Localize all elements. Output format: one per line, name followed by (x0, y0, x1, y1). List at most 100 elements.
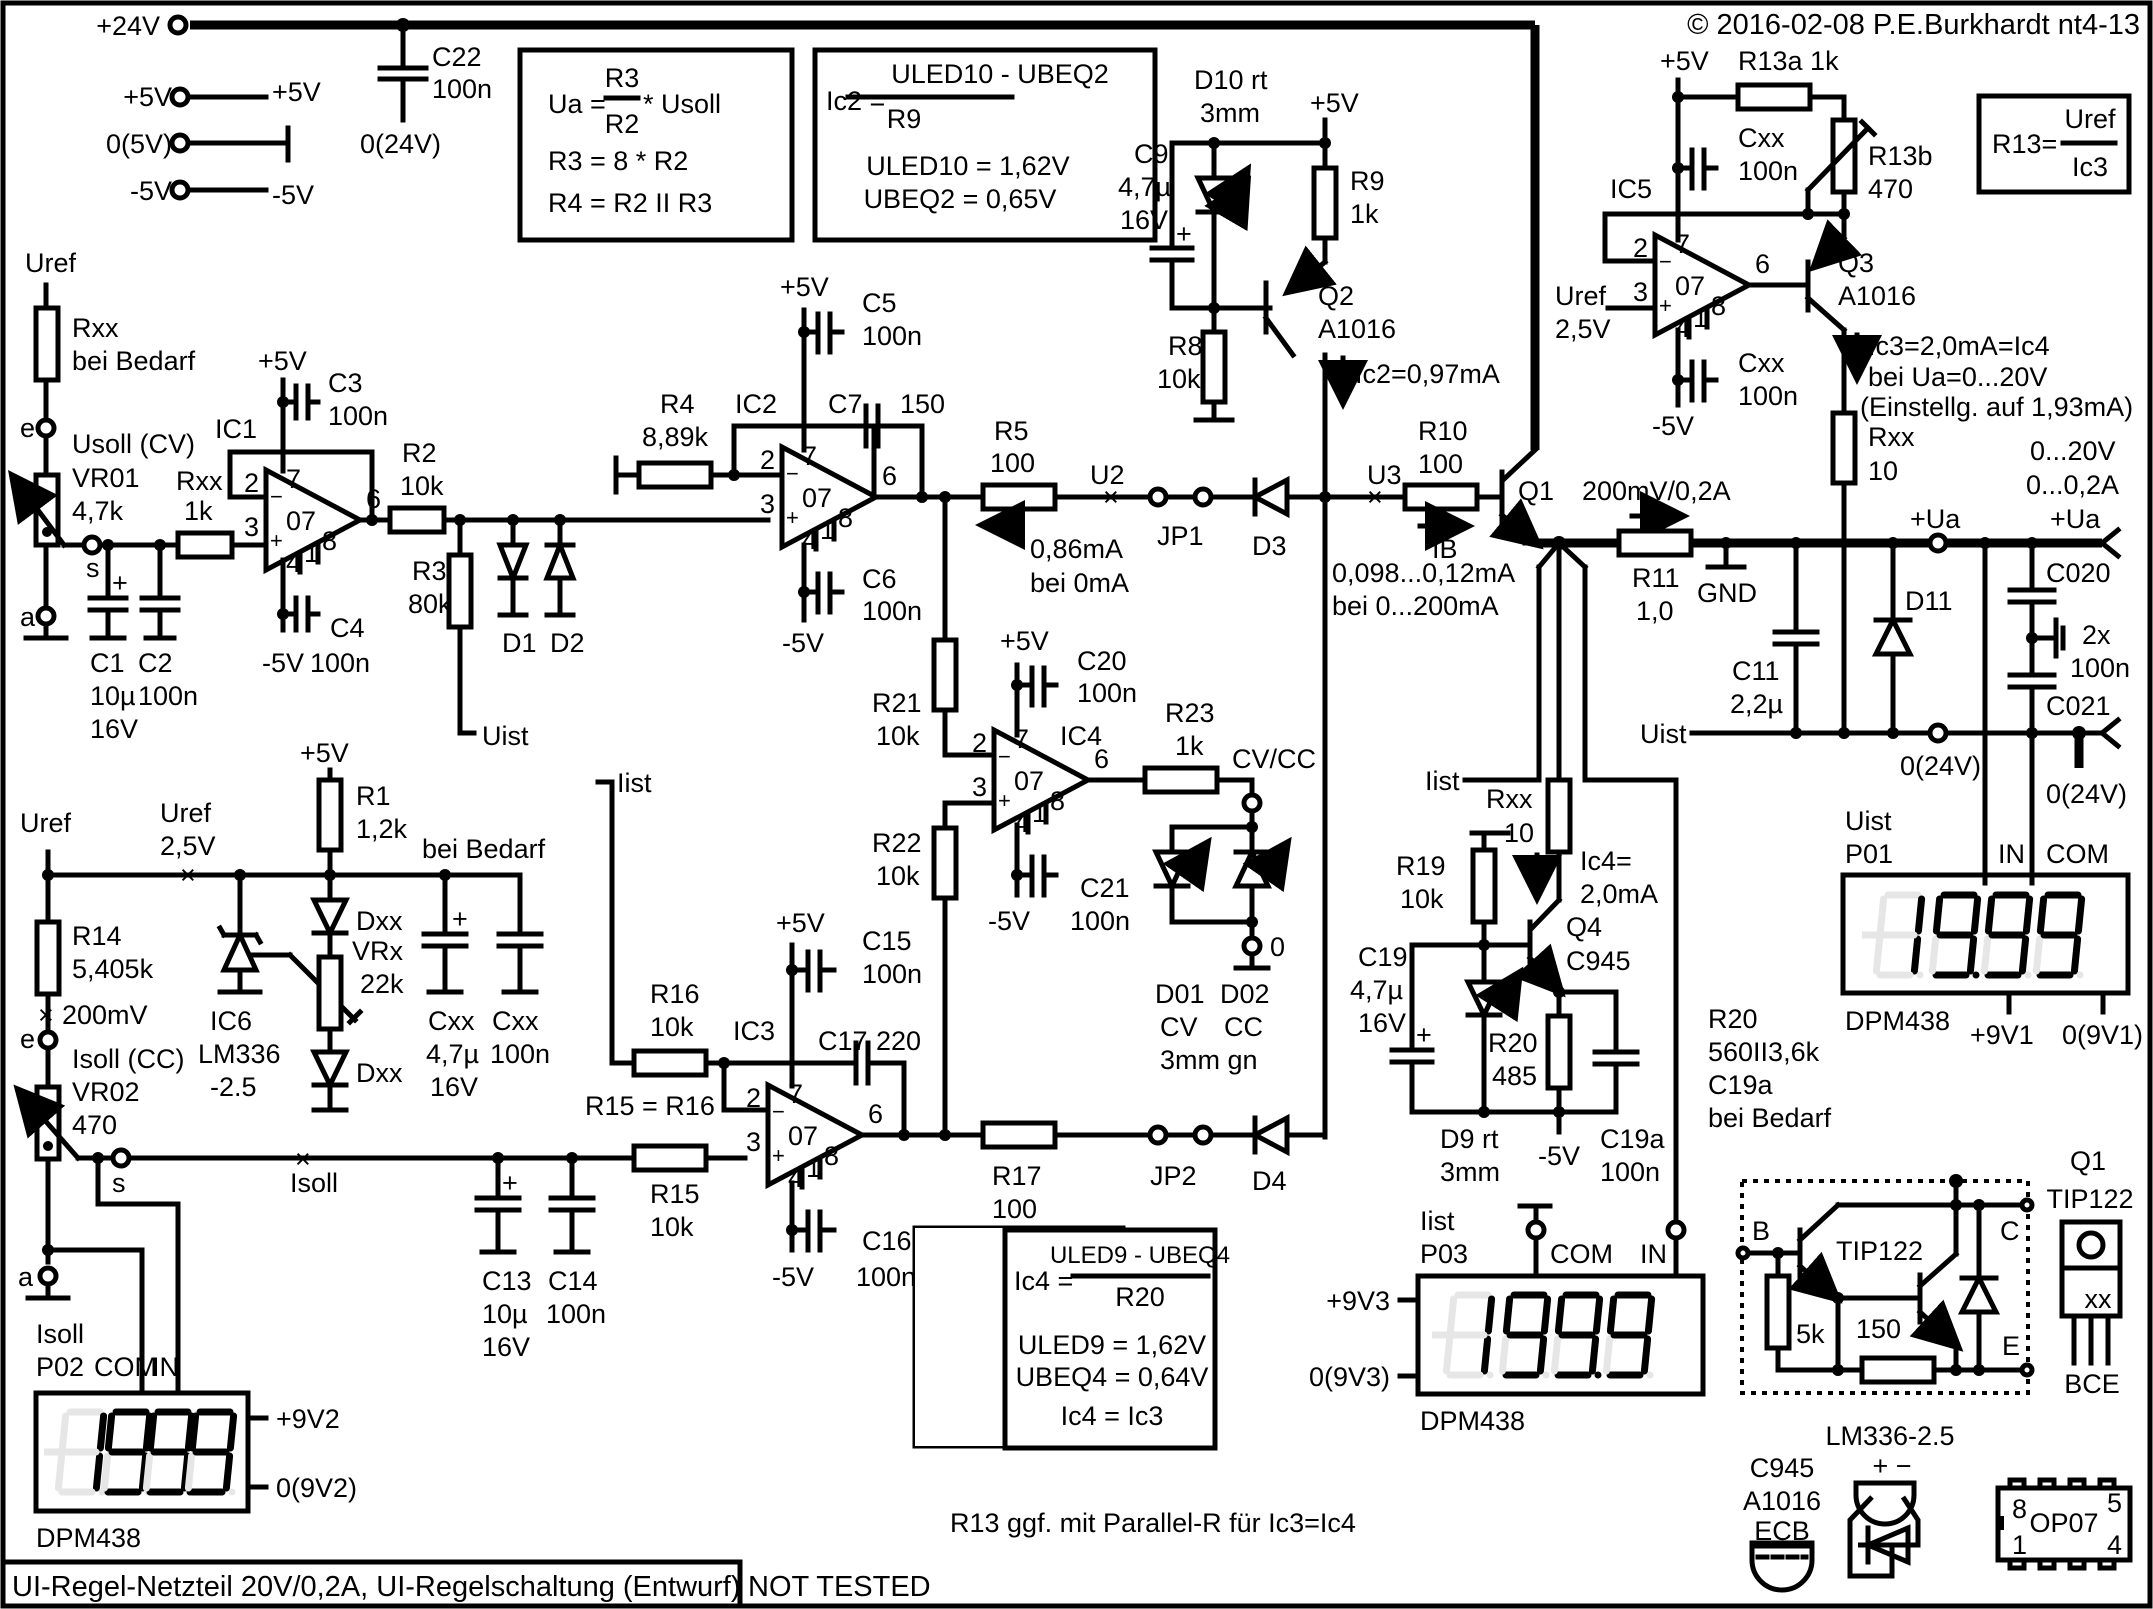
formula-text: Ic4 = (1014, 1266, 1073, 1296)
plus-sign: + (1176, 219, 1192, 249)
segment (184, 1412, 196, 1452)
meter-com: COM (94, 1352, 157, 1382)
segment (2036, 895, 2048, 935)
r16-value: 10k (650, 1012, 694, 1042)
r5-resistor (980, 482, 1058, 512)
segment (1536, 1335, 1548, 1375)
r23-value: 1k (1175, 731, 1204, 761)
opamp-pin-6: 6 (882, 461, 897, 491)
r21-label: R21 (872, 688, 922, 718)
jp1-label: JP1 (1157, 521, 1204, 551)
to92-type-2: A1016 (1743, 1486, 1821, 1516)
ib-label: IB (1432, 534, 1458, 564)
iist-net-label: Iist (617, 768, 652, 798)
ua-terminal[interactable] (1927, 532, 1949, 554)
segment (138, 1452, 150, 1492)
r13a-resistor (1735, 82, 1813, 112)
r10-value: 100 (1418, 449, 1463, 479)
r23-label: R23 (1165, 698, 1215, 728)
mv200-label: 200mV (62, 1000, 148, 1030)
panel-meter-p01: Uist P01 IN COM +9V1 0(9V1) DPM438 (1840, 806, 2143, 1050)
to220-marking: xx (2085, 1284, 2113, 1314)
r5-label: R5 (994, 416, 1029, 446)
vr02-name: VR02 (72, 1077, 140, 1107)
d1-label: D1 (502, 628, 537, 658)
c4-label: C4 (330, 613, 365, 643)
ic4-note-2: 2,0mA (1580, 879, 1658, 909)
ic5-vminus: -5V (1652, 411, 1694, 441)
d10-label: D10 rt (1194, 65, 1268, 95)
output-stage: 0...20V 0...0,2A +Ua +Ua C11 2,2µ D11 C0… (1640, 436, 2130, 886)
ic3-vplus: +5V (776, 908, 825, 938)
d01-mode: CV (1160, 1012, 1198, 1042)
opamp-type: 07 (788, 1121, 818, 1151)
meter-in: IN (1998, 839, 2025, 869)
c19-label: C19 (1358, 942, 1408, 972)
schematic-title: UI-Regel-Netzteil 20V/0,2A, UI-Regelscha… (12, 1571, 741, 1603)
segment (104, 1412, 116, 1452)
panel-meter-p03: Iist P03 COM IN +9V3 0(9V3) DPM438 (1309, 1203, 1706, 1436)
r9-value: 1k (1350, 199, 1379, 229)
r20-note-2: 560II3,6k (1708, 1037, 1820, 1067)
c1-label: C1 (90, 648, 125, 678)
gnd-24v-label-a: 0(24V) (1900, 751, 1981, 781)
segment (1588, 1335, 1600, 1375)
d02-mode: CC (1224, 1012, 1263, 1042)
plus-sign: + (452, 904, 468, 934)
d3-label: D3 (1252, 531, 1287, 561)
ic2-label: IC2 (735, 389, 777, 419)
r14-resistor (34, 919, 62, 997)
meter-in: IN (152, 1352, 179, 1382)
op07-label: OP07 (2029, 1508, 2098, 1538)
segment (1914, 895, 1926, 935)
cxx-b-label: Cxx (492, 1006, 539, 1036)
meter-id: P01 (1845, 839, 1893, 869)
vrx-trimmer[interactable] (316, 954, 344, 1032)
opamp-plus: + (786, 505, 799, 530)
rxx-q4-resistor (1545, 777, 1573, 855)
ic4-vplus: +5V (1000, 626, 1049, 656)
segment (58, 1412, 70, 1452)
c14-value: 100n (546, 1299, 606, 1329)
c2-value: 100n (138, 681, 198, 711)
opamp-pin-4: 4 (286, 548, 301, 578)
c17-label: C17 (818, 1026, 868, 1056)
r13b-value: 470 (1868, 174, 1913, 204)
r4-value: 8,89k (642, 422, 709, 452)
c13-value: 10µ (482, 1299, 528, 1329)
rxx-input-resistor (175, 530, 235, 560)
uref-node-label: Uref (160, 798, 212, 828)
tip122-r1-value: 5k (1796, 1319, 1825, 1349)
r15-label: R15 (650, 1179, 700, 1209)
segment (100, 1452, 112, 1492)
r15-resistor (631, 1143, 709, 1173)
decimal-point (2024, 971, 2032, 979)
opamp-pin-8: 8 (1050, 786, 1065, 816)
decimal-point (1646, 1371, 1654, 1379)
u3-marker: × (1367, 482, 1383, 512)
lm336-pins: + − (1872, 1451, 1911, 1481)
uist-sense-label: Uist (1640, 719, 1687, 749)
ic5-circuit: +5V R13a 1k R13b 470 Cxx 100n IC5 Uref 2… (1555, 46, 2133, 736)
formula-text: R13= (1992, 129, 2057, 159)
segment (92, 1452, 104, 1492)
q2-vplus: +5V (1310, 88, 1359, 118)
segment (2032, 935, 2044, 975)
vr01-name: VR01 (72, 463, 140, 493)
segment (1498, 1335, 1510, 1375)
meter-supply-gnd: 0(9V2) (276, 1473, 357, 1503)
c0-value: 100n (2070, 653, 2130, 683)
q4-label: Q4 (1566, 912, 1602, 942)
opamp-pin-3: 3 (746, 1127, 761, 1157)
opamp-plus: + (1659, 293, 1672, 318)
r2-label: R2 (402, 438, 437, 468)
segment (1606, 1295, 1618, 1335)
q4-vminus: -5V (1538, 1141, 1580, 1171)
r16-resistor (631, 1048, 709, 1078)
formula-ua-box: Ua = R3 R2 * Usoll R3 = 8 * R2 R4 = R2 I… (517, 47, 795, 243)
d2-label: D2 (550, 628, 585, 658)
cxx-a-value: 4,7µ (426, 1039, 479, 1069)
segment (96, 1412, 108, 1452)
